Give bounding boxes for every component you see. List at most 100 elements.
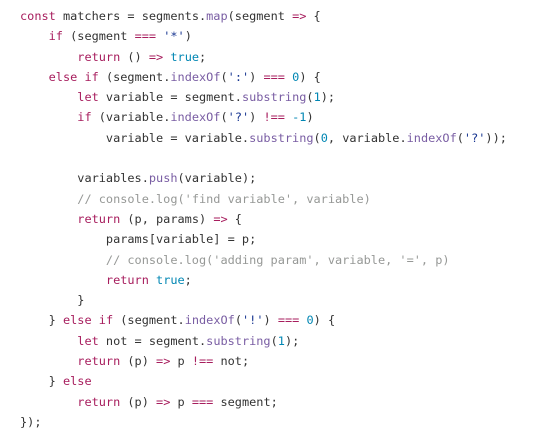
code-indent xyxy=(20,212,77,226)
code-token: ); xyxy=(320,90,336,105)
code-token: if xyxy=(77,110,92,125)
code-token: )); xyxy=(485,130,507,145)
code-line: const matchers = segments.map(segment =>… xyxy=(20,6,550,26)
code-token: } xyxy=(48,313,63,328)
code-token: ( xyxy=(456,130,464,145)
code-line: if (variable.indexOf('?') !== -1) xyxy=(20,107,550,127)
code-token: variable = variable. xyxy=(105,130,250,145)
code-token: substring xyxy=(249,130,314,145)
code-indent xyxy=(20,313,49,327)
code-token: substring xyxy=(241,90,307,105)
code-token: indexOf xyxy=(406,130,457,145)
code-line: return () => true; xyxy=(20,47,550,67)
code-token: map xyxy=(206,9,228,23)
code-indent xyxy=(20,131,106,145)
code-indent xyxy=(20,395,77,409)
code-token: substring xyxy=(206,333,271,348)
code-token: ; xyxy=(184,272,192,287)
code-indent xyxy=(20,293,77,307)
code-token: return xyxy=(77,49,121,64)
code-token: if xyxy=(84,69,99,84)
code-token: === xyxy=(191,394,214,409)
code-token: ) xyxy=(306,110,314,125)
code-indent xyxy=(20,70,49,84)
code-token: else xyxy=(62,313,92,328)
code-token: === xyxy=(277,313,300,328)
code-token: 1 xyxy=(313,90,321,105)
code-token: segment; xyxy=(213,394,278,409)
code-token: 1 xyxy=(277,333,285,348)
code-token: indexOf xyxy=(184,313,235,328)
code-line: else if (segment.indexOf(':') === 0) { xyxy=(20,67,550,87)
code-indent xyxy=(20,29,49,43)
code-line: // console.log('adding param', variable,… xyxy=(20,250,550,270)
code-token: } xyxy=(48,374,63,389)
code-line: variables.push(variable); xyxy=(20,168,550,188)
code-indent xyxy=(20,192,77,206)
code-token: -1 xyxy=(292,110,307,125)
code-token: let xyxy=(77,90,99,105)
code-token: 0 xyxy=(292,69,300,84)
code-token: // console.log('adding param', variable,… xyxy=(105,252,450,267)
code-token: (p) xyxy=(120,394,157,409)
code-token: variables. xyxy=(77,171,149,186)
code-indent xyxy=(20,232,106,246)
code-token: not = segment. xyxy=(98,333,207,348)
code-line: return (p, params) => { xyxy=(20,209,550,229)
code-token: (variable); xyxy=(177,171,257,186)
code-line: } xyxy=(20,290,550,310)
code-line: if (segment === '*') xyxy=(20,26,550,46)
code-token: (segment. xyxy=(113,313,185,328)
code-token: if xyxy=(98,313,114,328)
code-line: let not = segment.substring(1); xyxy=(20,331,550,351)
code-token: ( xyxy=(270,333,278,348)
code-token: ); xyxy=(284,333,300,348)
code-indent xyxy=(20,110,77,124)
code-indent xyxy=(20,334,77,348)
code-token: const xyxy=(20,9,56,23)
code-token: ( xyxy=(234,313,242,328)
code-token: true xyxy=(170,49,200,64)
code-line: return (p) => p === segment; xyxy=(20,392,550,412)
code-indent xyxy=(20,253,106,267)
code-line xyxy=(20,148,550,168)
code-token: if xyxy=(48,29,63,44)
code-token: , variable. xyxy=(327,130,407,145)
code-token: else xyxy=(48,69,78,84)
code-line: params[variable] = p; xyxy=(20,229,550,249)
code-token: '!' xyxy=(242,313,264,328)
code-indent xyxy=(20,374,49,388)
code-token: ; xyxy=(199,49,207,64)
code-token: !== xyxy=(263,110,285,125)
code-indent xyxy=(20,50,77,64)
code-indent xyxy=(20,171,77,185)
code-token: => xyxy=(156,354,171,369)
code-token: return xyxy=(105,272,149,287)
code-token: '?' xyxy=(227,110,250,125)
code-token: ) { xyxy=(299,69,321,84)
code-token: => xyxy=(156,394,171,409)
code-token: === xyxy=(134,29,157,44)
code-token: // console.log('find variable', variable… xyxy=(77,191,371,206)
code-token: ) xyxy=(249,110,264,125)
code-token: return xyxy=(77,354,121,369)
code-token: else xyxy=(62,374,92,389)
code-token: (segment xyxy=(62,29,135,44)
code-token: 0 xyxy=(306,313,314,328)
code-token: { xyxy=(227,211,242,226)
code-line: return (p) => p !== not; xyxy=(20,351,550,371)
code-token: () xyxy=(120,49,149,64)
code-token: ( xyxy=(220,110,228,125)
code-line: variable = variable.substring (0, variabl… xyxy=(20,128,550,148)
code-token: matchers = segments. xyxy=(55,9,207,23)
code-token: ( xyxy=(220,69,228,84)
code-token: 0 xyxy=(320,130,328,145)
code-line: }); xyxy=(20,412,550,432)
code-token: ) xyxy=(263,313,278,328)
code-token: ( xyxy=(306,90,314,105)
code-token: => xyxy=(148,49,164,64)
code-indent xyxy=(20,354,77,368)
code-token: (variable. xyxy=(91,110,171,125)
code-token: (p, params) xyxy=(120,211,214,226)
